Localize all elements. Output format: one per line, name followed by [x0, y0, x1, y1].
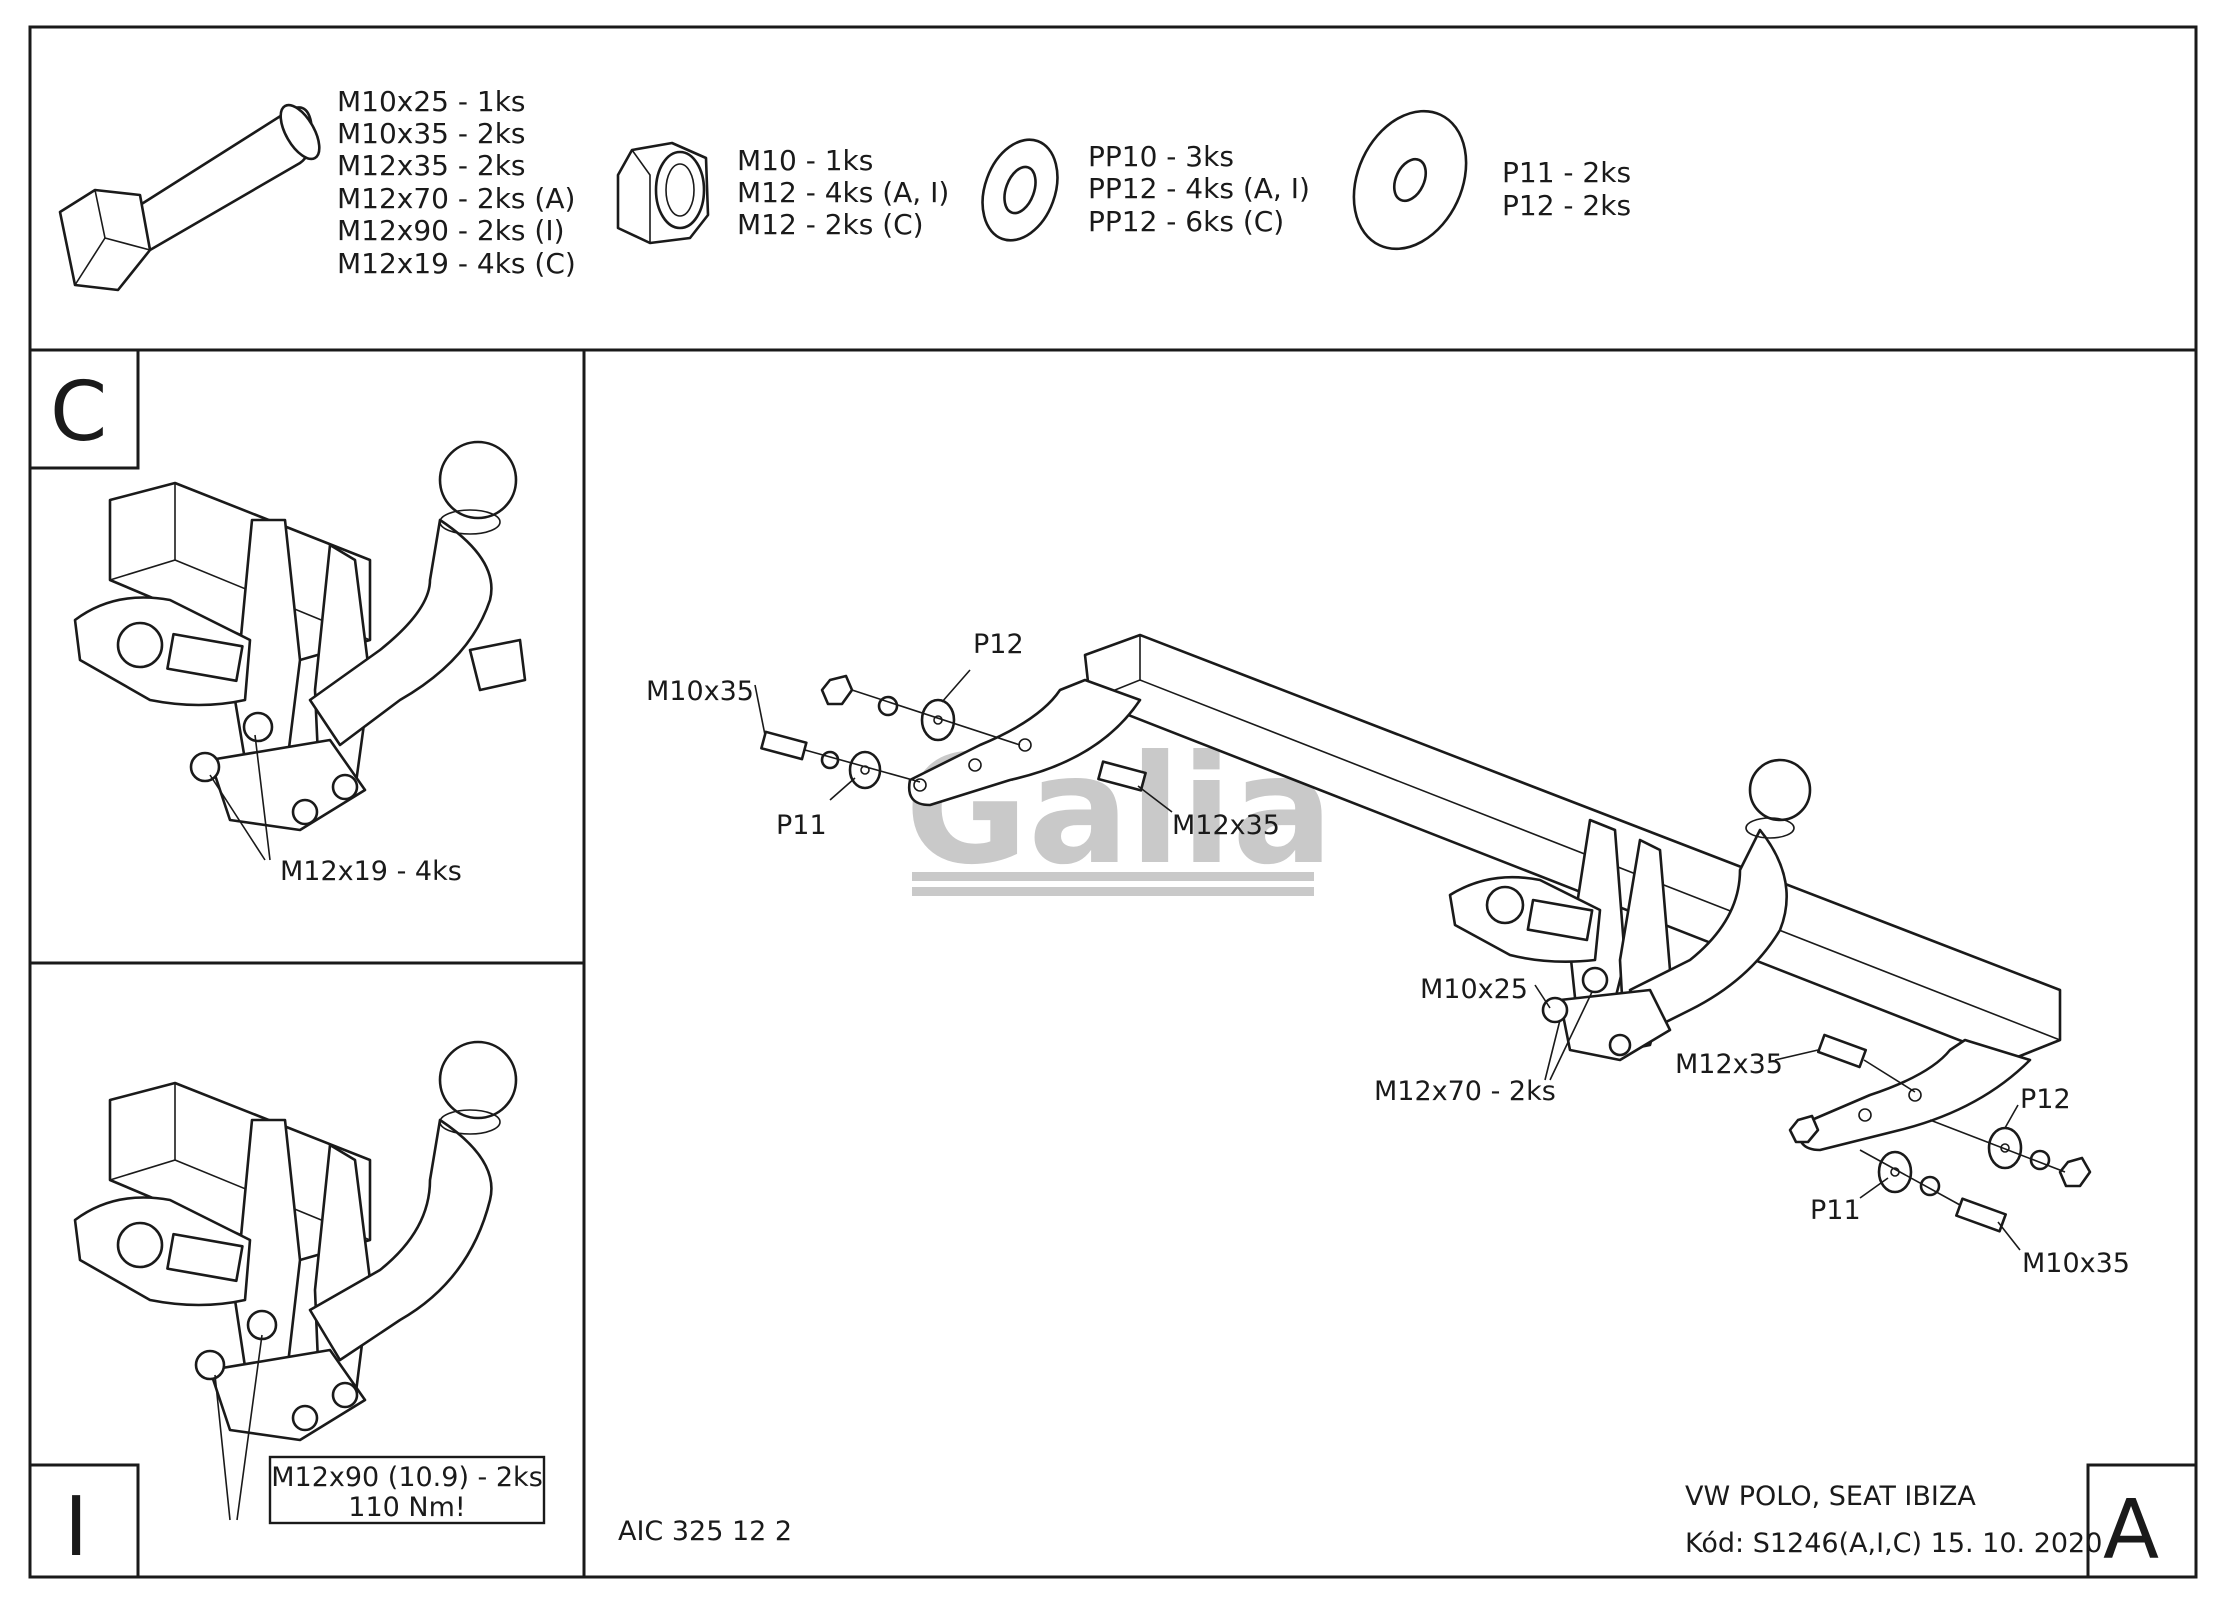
- hex-nut-icon: [616, 141, 710, 245]
- callout-leader: [209, 734, 271, 861]
- fasteners-right: [1788, 1033, 2092, 1233]
- spring-washer-icon: [820, 750, 840, 770]
- label-m12x35-left: M12x35: [1172, 810, 1280, 841]
- bolt-list: M10x25 - 1ks M10x35 - 2ks M12x35 - 2ks M…: [337, 85, 576, 280]
- bolt-icon: [58, 103, 321, 292]
- bolt-icon: [1816, 1033, 1868, 1069]
- label-m10x35-left: M10x35: [646, 676, 754, 707]
- panel-c-letter: C: [50, 365, 107, 460]
- bolt-icon: [760, 730, 808, 761]
- bolt-item: M10x25 - 1ks: [337, 85, 526, 118]
- bolt-icon: [1955, 1197, 2007, 1233]
- vehicle-name: VW POLO, SEAT IBIZA: [1685, 1481, 1976, 1512]
- washer-pp-item: PP10 - 3ks: [1088, 140, 1234, 173]
- washer-pp-item: PP12 - 4ks (A, I): [1088, 172, 1310, 205]
- towbar-a-drawing: [907, 633, 2062, 1152]
- label-m10x25: M10x25: [1420, 974, 1528, 1005]
- bolt-item: M12x70 - 2ks (A): [337, 182, 575, 215]
- washer-pp-item: PP12 - 6ks (C): [1088, 205, 1284, 238]
- panel-a-letter: A: [2103, 1483, 2159, 1578]
- flat-washer-icon: [920, 698, 956, 742]
- hex-nut-icon: [2058, 1156, 2092, 1188]
- towbar-i-drawing: [73, 1040, 518, 1442]
- flat-washer-icon: [1877, 1150, 1913, 1194]
- spring-washer-icon: [877, 695, 899, 717]
- label-m12x70: M12x70 - 2ks: [1374, 1076, 1556, 1107]
- label-p12-left: P12: [973, 629, 1024, 660]
- washer-p-icon: [1352, 109, 1468, 251]
- label-p11-right: P11: [1810, 1195, 1861, 1226]
- callout-m12x19: M12x19 - 4ks: [280, 856, 462, 887]
- panel-a: Galia ®: [646, 629, 2159, 1578]
- washer-pp-list: PP10 - 3ks PP12 - 4ks (A, I) PP12 - 6ks …: [1088, 140, 1310, 238]
- article-code: AIC 325 12 2: [618, 1516, 792, 1547]
- label-m10x35-right: M10x35: [2022, 1248, 2130, 1279]
- callout-torque: 110 Nm!: [348, 1492, 465, 1523]
- washer-p-item: P11 - 2ks: [1502, 156, 1631, 189]
- callout-leader: [214, 1334, 263, 1521]
- nut-item: M10 - 1ks: [737, 144, 873, 177]
- callout-box: [268, 1455, 546, 1525]
- washer-pp-icon: [981, 138, 1059, 242]
- panel-c: C M12x19 - 4ks: [50, 365, 527, 887]
- bolt-item: M10x35 - 2ks: [337, 117, 526, 150]
- hex-nut-icon: [1788, 1114, 1820, 1144]
- bolt-item: M12x35 - 2ks: [337, 149, 526, 182]
- fasteners-left: [760, 674, 1147, 792]
- label-p12-right: P12: [2020, 1084, 2071, 1115]
- nut-item: M12 - 2ks (C): [737, 208, 924, 241]
- callout-m12x90: M12x90 (10.9) - 2ks: [271, 1462, 543, 1493]
- nut-item: M12 - 4ks (A, I): [737, 176, 949, 209]
- flat-washer-icon: [1987, 1126, 2023, 1170]
- hex-nut-icon: [820, 674, 854, 706]
- flat-washer-icon: [848, 750, 882, 790]
- panel-i-letter: I: [64, 1480, 88, 1575]
- towbar-c-drawing: [73, 440, 527, 832]
- title-block: AIC 325 12 2 VW POLO, SEAT IBIZA Kód: S1…: [618, 1481, 2102, 1559]
- label-m12x35-right: M12x35: [1675, 1049, 1783, 1080]
- washer-p-list: P11 - 2ks P12 - 2ks: [1502, 156, 1631, 222]
- kod-date: Kód: S1246(A,I,C) 15. 10. 2020: [1685, 1528, 2102, 1559]
- label-p11-left: P11: [776, 810, 827, 841]
- washer-p-item: P12 - 2ks: [1502, 189, 1631, 222]
- drawing-frame: [28, 25, 2198, 1579]
- callout-leaders: [754, 669, 2021, 1251]
- bolt-icon: [1097, 760, 1147, 792]
- bolt-item: M12x90 - 2ks (I): [337, 214, 565, 247]
- nut-list: M10 - 1ks M12 - 4ks (A, I) M12 - 2ks (C): [737, 144, 949, 241]
- hardware-list: M10x25 - 1ks M10x35 - 2ks M12x35 - 2ks M…: [58, 85, 1631, 292]
- bolt-item: M12x19 - 4ks (C): [337, 247, 576, 280]
- panel-i: I M12x90 (10.9) - 2ks 110 Nm!: [64, 1040, 546, 1575]
